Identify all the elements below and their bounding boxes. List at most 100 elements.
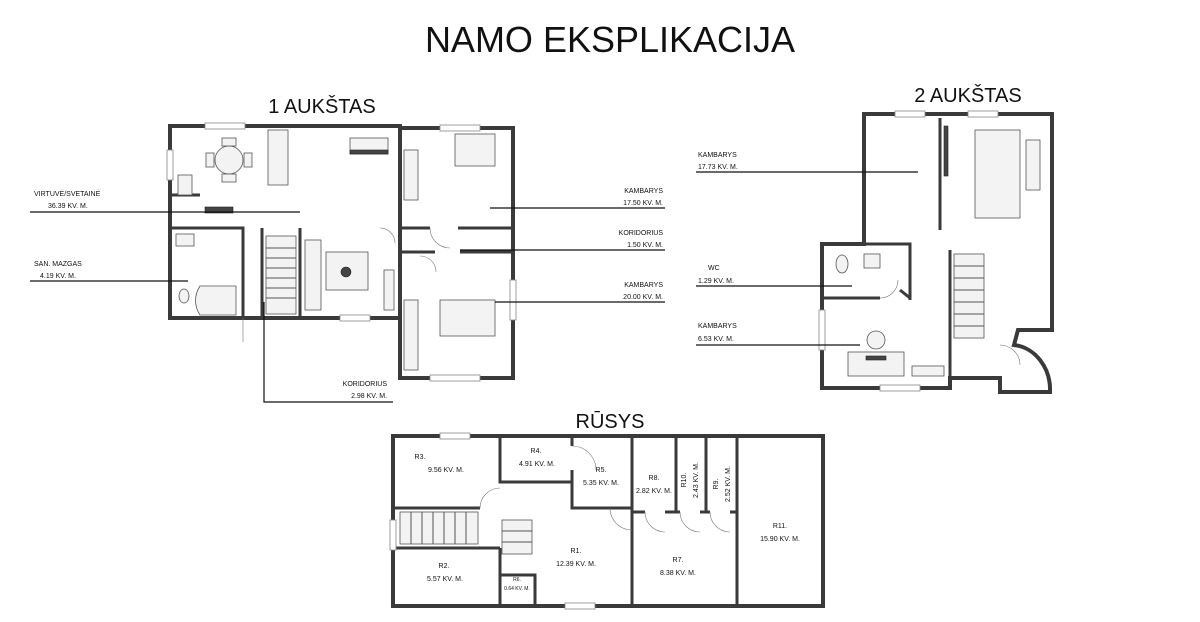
label-r6-area: 0.64 KV. M. bbox=[504, 586, 530, 592]
chair bbox=[205, 152, 215, 168]
floor2-heading: 2 AUKŠTAS bbox=[914, 84, 1021, 107]
door-swing bbox=[999, 344, 1021, 366]
chair bbox=[221, 137, 237, 147]
window bbox=[509, 279, 517, 321]
label-kitchen-name: VIRTUVĖ/SVETAINĖ bbox=[34, 189, 101, 198]
wall-r2 bbox=[393, 546, 502, 606]
desk bbox=[847, 351, 905, 377]
closet-rail bbox=[943, 125, 949, 177]
label-bedroom1-area: 17.50 KV. M. bbox=[623, 200, 663, 207]
wardrobe bbox=[403, 299, 419, 371]
window bbox=[967, 110, 999, 118]
label-r6-name: R6. bbox=[513, 577, 521, 583]
label-r4-area: 4.91 KV. M. bbox=[519, 461, 555, 468]
sink bbox=[863, 253, 881, 269]
chair bbox=[243, 152, 253, 168]
label-r5-name: R5. bbox=[596, 467, 607, 474]
basement-plan: RŪSYS R3. 9.56 KV. M. R4. 4.91 KV. M. bbox=[389, 410, 825, 610]
window bbox=[818, 309, 826, 351]
floor1-plan: 1 AUKŠTAS bbox=[30, 95, 665, 403]
label-corridor2-name: KORIDORIUS bbox=[343, 381, 388, 388]
sink bbox=[175, 233, 195, 247]
label-r2-area: 5.57 KV. M. bbox=[427, 576, 463, 583]
label-bedroom3-name: KAMBARYS bbox=[698, 152, 737, 159]
label-r5-area: 5.35 KV. M. bbox=[583, 480, 619, 487]
label-bedroom3-area: 17.73 KV. M. bbox=[698, 164, 738, 171]
window bbox=[564, 602, 596, 610]
kitchen-counter bbox=[267, 129, 289, 186]
label-r9-area: 2.52 KV. M. bbox=[725, 466, 732, 502]
door-swing bbox=[609, 507, 633, 531]
label-r10-area: 2.43 KV. M. bbox=[693, 462, 700, 498]
floor2-outline bbox=[820, 112, 1054, 394]
dining-table bbox=[214, 145, 244, 175]
window bbox=[166, 149, 174, 181]
door-swing bbox=[879, 279, 899, 299]
piano-keys bbox=[349, 149, 389, 155]
label-r4-name: R4. bbox=[531, 448, 542, 455]
wall-wc bbox=[822, 288, 911, 300]
door-swing bbox=[379, 227, 396, 244]
door-swing bbox=[479, 487, 501, 509]
wall-small-rooms bbox=[674, 436, 739, 606]
label-r8-area: 2.82 KV. M. bbox=[636, 488, 672, 495]
window bbox=[204, 122, 246, 130]
label-r3-area: 9.56 KV. M. bbox=[428, 467, 464, 474]
label-corridor2-area: 2.98 KV. M. bbox=[351, 393, 387, 400]
floor2-plan: 2 AUKŠTAS KAMBARYS 17.7 bbox=[696, 84, 1054, 394]
staircase-floor1 bbox=[265, 235, 297, 315]
window bbox=[389, 519, 397, 551]
wall-stair bbox=[260, 228, 302, 318]
label-bedroom4-name: KAMBARYS bbox=[698, 323, 737, 330]
label-r2-name: R2. bbox=[439, 563, 450, 570]
label-bedroom4-area: 6.53 KV. M. bbox=[698, 336, 734, 343]
monitor bbox=[865, 355, 887, 361]
label-bathroom-area: 4.19 KV. M. bbox=[40, 273, 76, 280]
label-bathroom-name: SAN. MAZGAS bbox=[34, 261, 82, 268]
basement-heading: RŪSYS bbox=[576, 410, 645, 433]
door-swing bbox=[419, 255, 437, 273]
door-swing bbox=[679, 511, 701, 533]
leader-corridor2 bbox=[263, 302, 393, 403]
label-r11-name: R11. bbox=[773, 523, 787, 530]
bed bbox=[974, 129, 1021, 219]
wall-r6 bbox=[500, 573, 537, 606]
door-swing bbox=[429, 227, 451, 249]
bed bbox=[439, 299, 496, 337]
window bbox=[429, 374, 481, 382]
coffee-table bbox=[340, 266, 352, 278]
desk bbox=[403, 149, 419, 201]
label-r7-name: R7. bbox=[673, 557, 684, 564]
nightstand bbox=[1025, 139, 1041, 191]
window bbox=[894, 110, 926, 118]
window bbox=[879, 384, 921, 392]
door-swing bbox=[644, 511, 666, 533]
bed bbox=[454, 133, 496, 167]
label-r10-name: R10. bbox=[681, 473, 688, 488]
wall-bathroom bbox=[170, 226, 245, 318]
label-r3-name: R3. bbox=[415, 454, 426, 461]
window bbox=[439, 432, 471, 440]
label-r9-name: R9. bbox=[713, 479, 720, 490]
floor1-heading: 1 AUKŠTAS bbox=[268, 95, 375, 118]
label-r8-name: R8. bbox=[649, 475, 660, 482]
label-r11-area: 15.90 KV. M. bbox=[760, 536, 800, 543]
label-corridor1-area: 1.50 KV. M. bbox=[627, 242, 663, 249]
chair bbox=[866, 330, 886, 350]
staircase-basement bbox=[399, 511, 533, 555]
window bbox=[339, 314, 371, 322]
sofa bbox=[304, 239, 322, 311]
fridge bbox=[177, 174, 193, 196]
stove bbox=[204, 206, 234, 214]
label-bedroom2-area: 20.00 KV. M. bbox=[623, 294, 663, 301]
label-wc-area: 1.29 KV. M. bbox=[698, 278, 734, 285]
door-swing bbox=[571, 445, 597, 471]
wall-wc-right bbox=[864, 242, 912, 300]
door-swing bbox=[709, 511, 731, 533]
wall-r5 bbox=[570, 436, 634, 510]
chair bbox=[221, 173, 237, 183]
label-bedroom1-name: KAMBARYS bbox=[624, 188, 663, 195]
label-r1-area: 12.39 KV. M. bbox=[556, 561, 596, 568]
staircase-floor2 bbox=[953, 253, 985, 339]
